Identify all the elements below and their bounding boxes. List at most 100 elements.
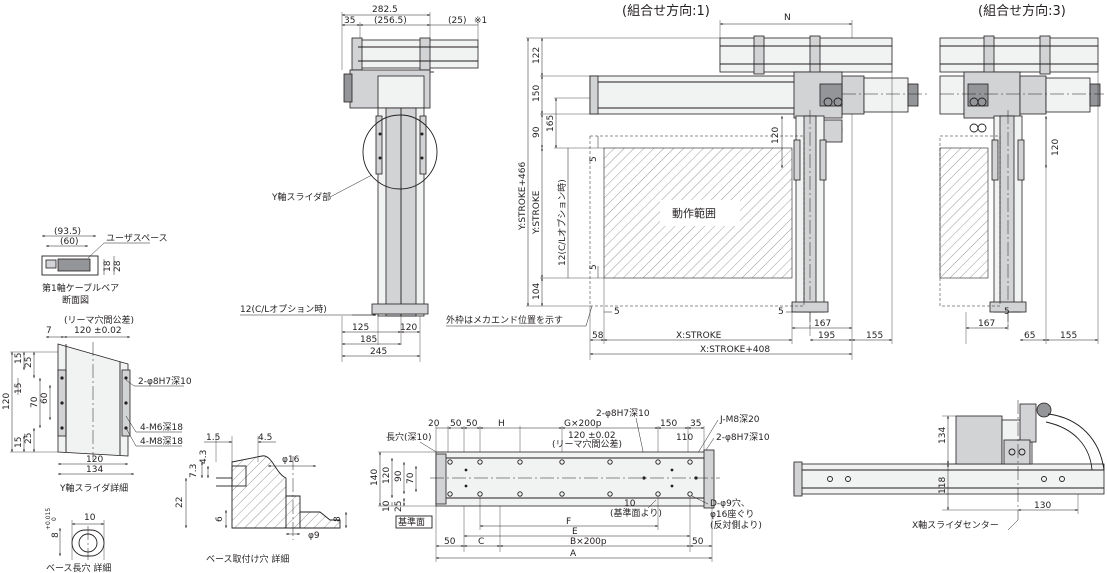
dim-c: C [478, 537, 484, 547]
main-view-direction-1: N 動作範囲 [446, 13, 928, 360]
j-tap-label: J-M8深20 [719, 414, 760, 425]
dim-phi9: φ9 [308, 531, 320, 541]
dim-120-main: 120 [771, 127, 781, 144]
dim-50-a: 50 [450, 419, 462, 429]
dim-5-dir3: 5 [1004, 307, 1010, 317]
dim-125: 125 [352, 323, 369, 333]
y-slider-label: Y軸スライダ部 [271, 191, 331, 203]
side-view: 134 118 130 X軸スライダセンター [793, 400, 1105, 531]
y-stroke: Y:STROKE [532, 190, 542, 235]
dim-5-a: 5 [589, 156, 599, 162]
hole-m6-label: 4-M6深18 [140, 422, 183, 433]
slider-detail: (リーマ穴間公差) 120 ±0.02 7 120 15 25 70 60 15… [2, 314, 192, 494]
dim-150-main: 150 [532, 85, 542, 102]
reamer-tolerance-1: (リーマ穴間公差) [64, 314, 134, 326]
dim-104: 104 [532, 283, 542, 300]
pin-top-label: 2-φ8H7深10 [596, 408, 650, 419]
base-mount-caption: ベース取付け穴 詳細 [206, 553, 289, 565]
d-hole-label: D-φ9穴、 [710, 497, 750, 509]
dim-282-5: 282.5 [372, 5, 398, 15]
dim-93-5: (93.5) [54, 227, 81, 237]
dim-25-a: 25 [24, 357, 34, 368]
dim-f: F [566, 517, 571, 527]
header-direction-1: (組合せ方向:1) [622, 3, 710, 19]
dim-20: 20 [428, 419, 440, 429]
dim-10-ref: 10 [624, 499, 636, 509]
dim-167-dir3: 167 [978, 319, 995, 329]
dim-165: 165 [546, 115, 556, 132]
dim-5-b: 5 [589, 264, 599, 270]
work-range-label: 動作範囲 [672, 206, 716, 220]
dim-120-plan: 120 [382, 467, 392, 484]
dim-6: 6 [215, 516, 225, 522]
cable-section: (93.5) (60) ユーザスペース 18 28 第1軸ケーブルベア 断面図 [41, 227, 168, 306]
dim-15-c: 15 [14, 383, 24, 394]
dim-167-main: 167 [814, 319, 831, 329]
cl-option-label: 12(C/Lオプション時) [240, 304, 327, 315]
direction-3-view: 120 5 167 65 155 [939, 35, 1104, 344]
dim-155-dir3: 155 [1060, 331, 1077, 341]
hole-pin-label: 2-φ8H7深10 [138, 376, 192, 387]
dim-25-plan: 25 [394, 501, 404, 512]
dim-5-c: 5 [614, 307, 620, 317]
dim-150: 150 [660, 419, 677, 429]
base-holes [447, 459, 698, 497]
hole-m8-label: 4-M8深18 [140, 436, 183, 447]
dim-g: G×200p [564, 419, 602, 429]
slot-caption: ベース長穴 詳細 [46, 562, 111, 573]
dim-35: 35 [344, 16, 355, 26]
dim-90-plan: 90 [394, 470, 404, 482]
dim-e: E [572, 527, 578, 537]
dim-195: 195 [818, 331, 835, 341]
y-stroke-466: Y:STROKE+466 [518, 162, 528, 231]
x-stroke-408: X:STROKE+408 [700, 345, 770, 355]
dim-245: 245 [370, 347, 387, 357]
dim-134-side: 134 [938, 427, 948, 444]
dim-8-mount: 8 [333, 516, 343, 522]
user-space-label: ユーザスペース [106, 233, 168, 244]
cl-option-vertical: 12(C/Lオプション時) [557, 179, 568, 266]
dim-120-tol-1: 120 ±0.02 [74, 326, 122, 336]
dim-185: 185 [360, 335, 377, 345]
dim-7: 7 [46, 326, 52, 336]
dim-70: 70 [30, 396, 40, 408]
dim-120-horizontal: 120 [86, 455, 103, 465]
dim-h: H [498, 419, 505, 429]
dim-a: A [570, 549, 577, 559]
dim-60-cable: (60) [60, 237, 78, 247]
dim-65: 65 [1024, 331, 1035, 341]
dim-tol-lower: 0 [51, 517, 58, 521]
base-plan-view: 20 50 50 H G×200p 150 35 2-φ8H7深10 J-M8深… [370, 408, 770, 562]
dim-25: (25) [448, 16, 466, 26]
dim-122: 122 [532, 47, 542, 64]
dim-155-main: 155 [866, 331, 883, 341]
dim-25-b: 25 [24, 433, 34, 444]
dim-120-vertical: 120 [2, 393, 12, 410]
dim-8-tol: 8 [51, 532, 61, 538]
dim-10-plan: 10 [382, 500, 392, 512]
dim-n: N [784, 13, 791, 23]
dim-60-slider: 60 [40, 392, 50, 404]
ref-face-label: 基準面 [398, 516, 425, 528]
dim-b: B×200p [570, 537, 607, 547]
dim-tol-upper: +0.015 [45, 508, 52, 530]
dim-50-b: 50 [466, 419, 478, 429]
dim-140: 140 [370, 469, 380, 486]
opposite-side-label: (反対側より) [710, 519, 762, 531]
frame-note: 外枠はメカエンド位置を示す [446, 314, 563, 326]
dim-18: 18 [103, 260, 113, 272]
dim-22: 22 [175, 497, 185, 508]
dim-118: 118 [938, 477, 948, 494]
dim-130: 130 [1034, 501, 1051, 511]
header-direction-3: (組合せ方向:3) [978, 3, 1066, 19]
dim-50-d: 50 [692, 537, 704, 547]
dim-90-main: 90 [532, 126, 542, 138]
front-view: 282.5 35 (256.5) (25) ※1 Y軸スライダ部 [240, 5, 487, 362]
ref-note: (基準面より) [610, 507, 662, 519]
note-1: ※1 [474, 16, 487, 26]
dim-120-dir3: 120 [1051, 139, 1061, 156]
dim-15-a: 15 [14, 353, 24, 364]
dim-256-5: (256.5) [374, 16, 407, 26]
reamer-tolerance-2: (リーマ穴間公差) [552, 438, 622, 450]
dim-7-3: 7.3 [189, 464, 199, 478]
